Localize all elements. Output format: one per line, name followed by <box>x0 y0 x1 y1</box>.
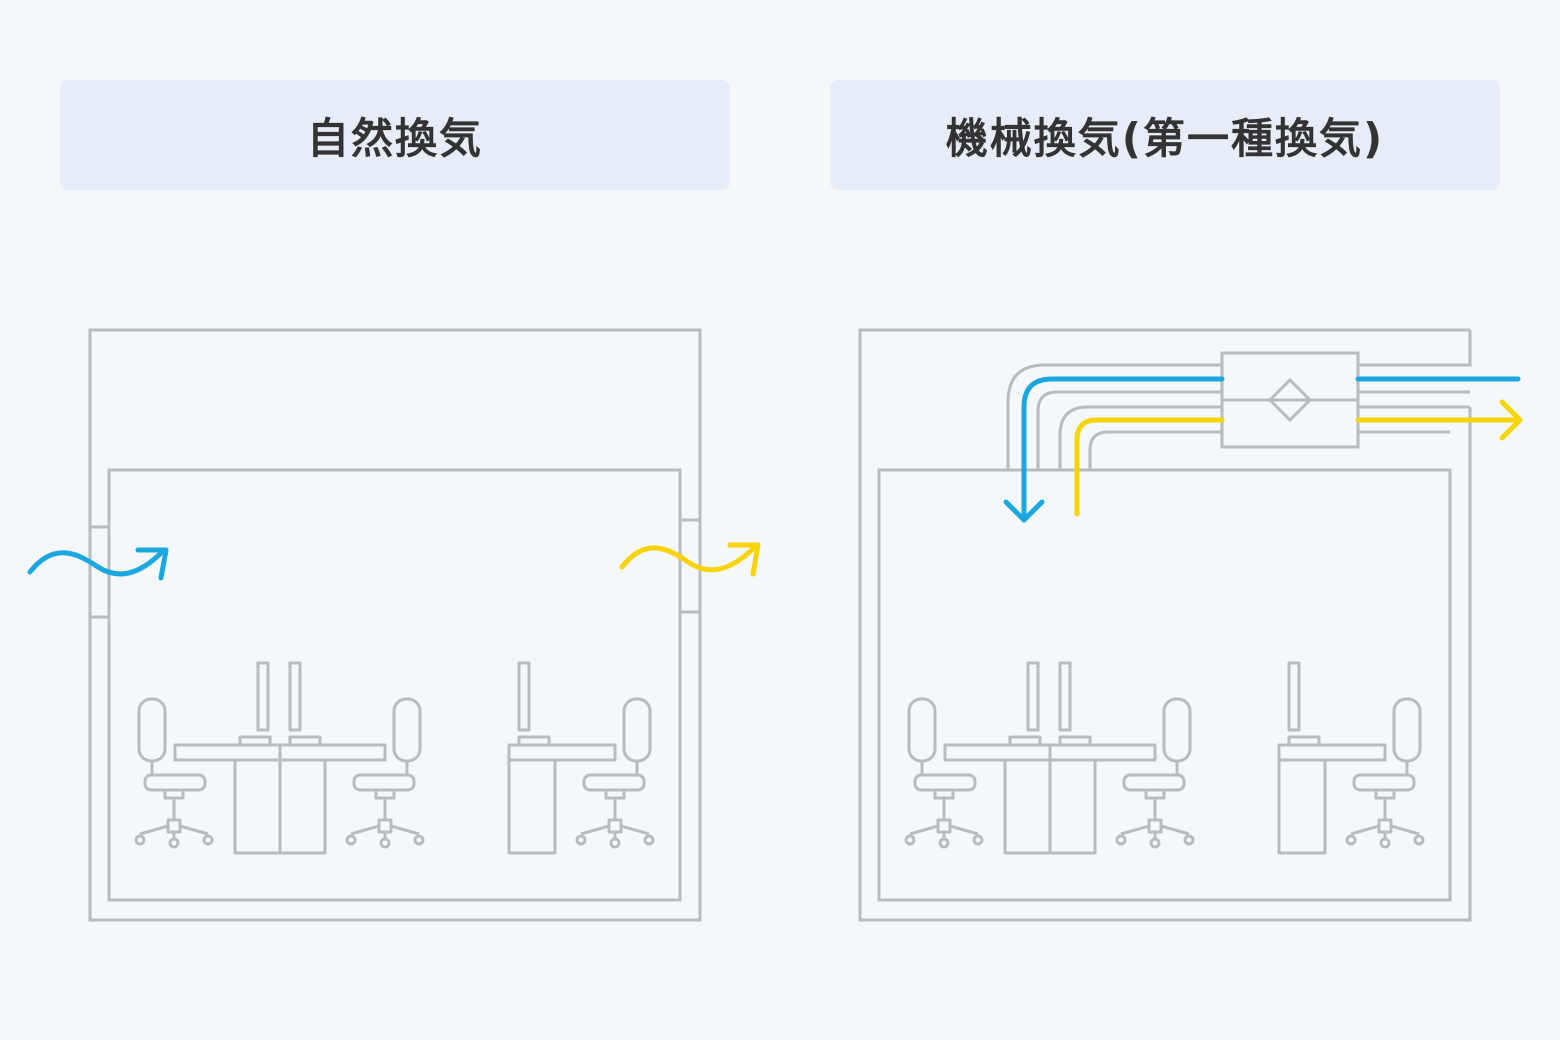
right-wall-opening <box>680 518 700 614</box>
duct-outlines <box>1006 363 1470 472</box>
mechanical-ventilation-title: 機械換気(第一種換気) <box>945 113 1385 163</box>
natural-ventilation-building <box>88 328 702 922</box>
left-wall-opening <box>90 525 109 619</box>
heat-exchanger-icon <box>1220 351 1360 449</box>
mechanical-ventilation-building <box>858 328 1472 922</box>
exhaust-air-arrow-icon <box>619 542 761 577</box>
natural-ventilation-title: 自然換気 <box>306 113 483 163</box>
mechanical-ventilation-header: 機械換気(第一種換気) <box>830 80 1500 190</box>
office-furniture <box>136 663 653 853</box>
office-furniture <box>906 663 1423 853</box>
exhaust-air-duct-arrow-icon <box>1074 399 1523 517</box>
supply-air-duct-arrow-icon <box>1003 376 1521 523</box>
supply-air-arrow-icon <box>27 547 169 581</box>
natural-ventilation-header: 自然換気 <box>60 80 730 190</box>
